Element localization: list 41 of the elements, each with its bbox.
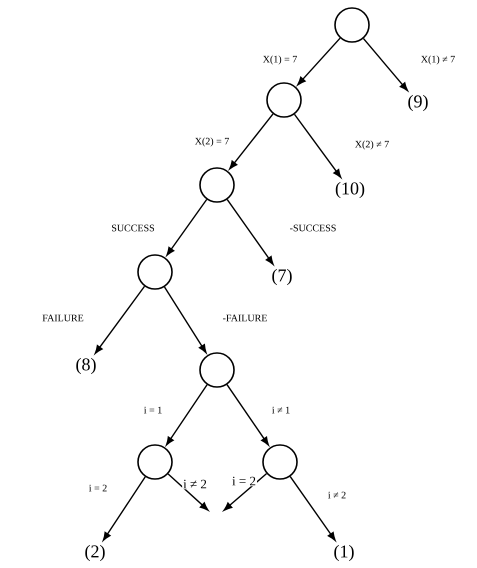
- edge-label: -SUCCESS: [288, 224, 338, 232]
- arrow: [226, 199, 274, 265]
- edge-label: X(2) ≠ 7: [354, 139, 390, 151]
- edge-label: X(1) ≠ 7: [420, 54, 456, 66]
- circle-node: [262, 444, 298, 480]
- arrow: [226, 384, 269, 446]
- edge-label: X(1) = 7: [262, 54, 298, 66]
- arrow: [102, 476, 146, 541]
- edge-label: i = 2: [88, 484, 108, 492]
- edge-label: i ≠ 1: [270, 406, 292, 414]
- circle-node: [334, 7, 370, 43]
- edge-label: i = 1: [142, 406, 164, 414]
- outcome-label: (9): [408, 94, 428, 112]
- arrow: [229, 114, 274, 170]
- edge-label: SUCCESS: [110, 224, 156, 232]
- circle-node: [199, 167, 235, 203]
- edge-label: i ≠ 2: [326, 490, 348, 500]
- arrow: [166, 384, 208, 446]
- outcome-label: (7): [272, 268, 292, 286]
- arrow: [94, 286, 146, 354]
- arrow: [362, 38, 408, 92]
- edge-label: FAILURE: [41, 314, 85, 322]
- edge-label: i ≠ 2: [182, 478, 208, 490]
- arrow: [166, 199, 208, 256]
- circle-node: [199, 352, 235, 388]
- arrow: [294, 114, 342, 178]
- outcome-label: (1): [334, 544, 354, 562]
- outcome-label: (10): [336, 182, 364, 198]
- outcome-label: (8): [76, 358, 96, 374]
- circle-node: [266, 82, 302, 118]
- arrow: [290, 476, 336, 541]
- arrow: [297, 38, 341, 86]
- arrow: [168, 473, 208, 511]
- edge-label: X(2) = 7: [194, 136, 230, 148]
- circle-node: [137, 444, 173, 480]
- arrow: [224, 473, 267, 511]
- edge-label: i = 2: [231, 476, 257, 486]
- outcome-label: (2): [85, 544, 105, 562]
- circle-node: [137, 254, 173, 290]
- edge-label: -FAILURE: [222, 314, 268, 322]
- arrow: [164, 286, 207, 354]
